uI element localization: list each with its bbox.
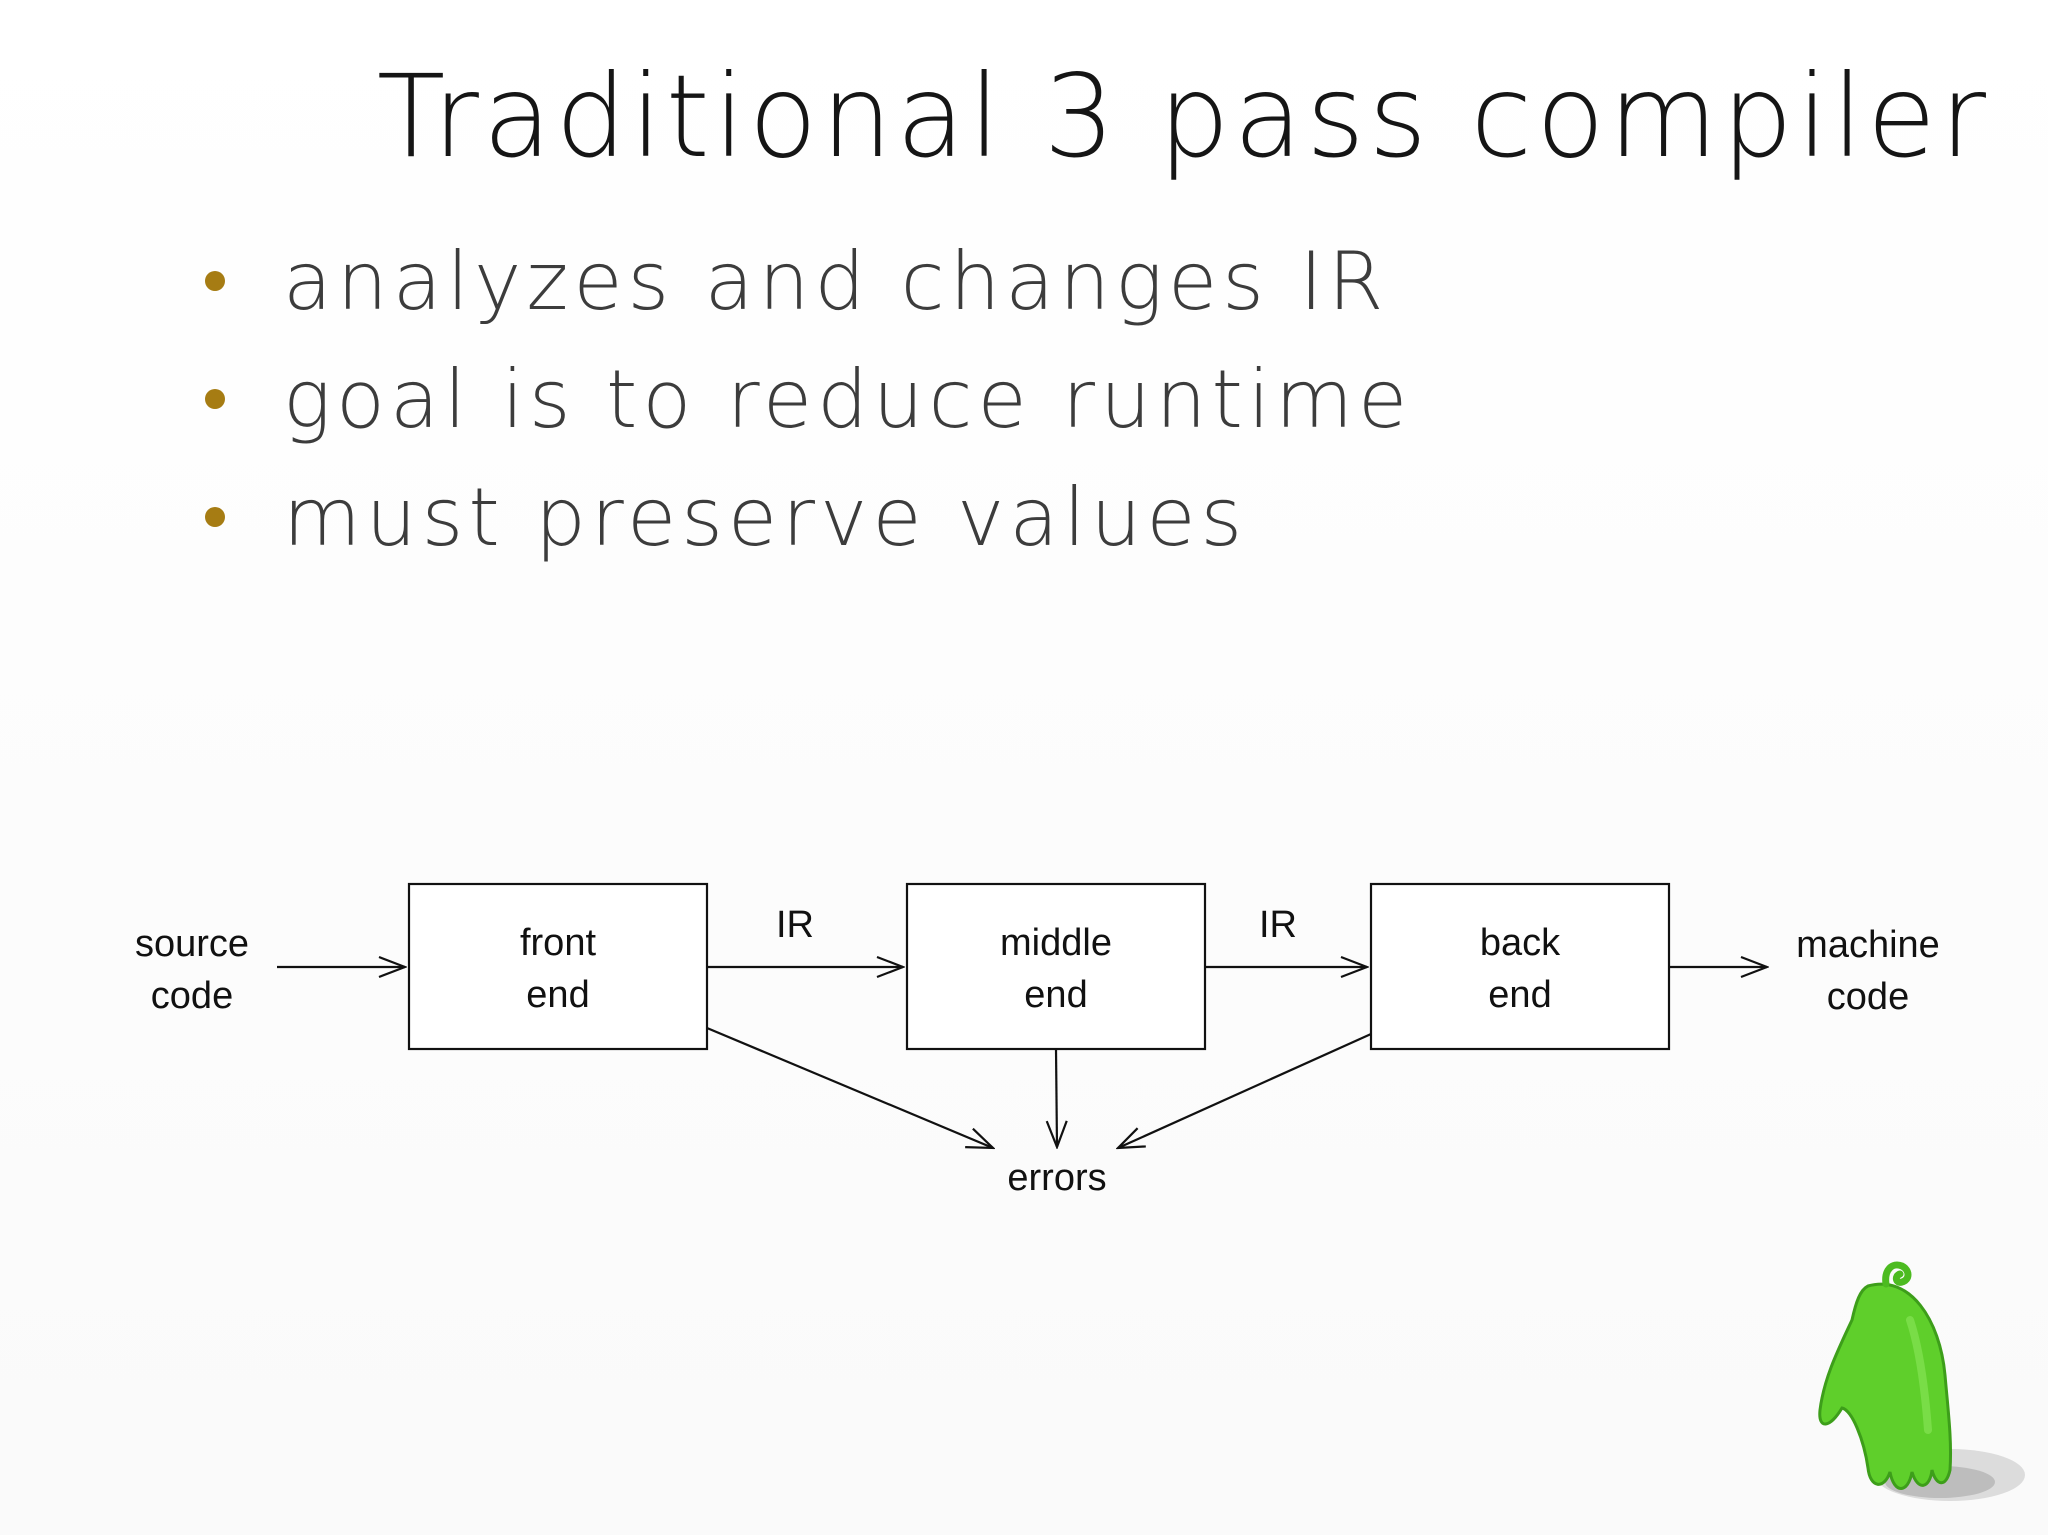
front-end-label-line1: front <box>520 922 596 964</box>
middle-end-box <box>905 882 1207 1051</box>
errors-label: errors <box>1007 1157 1106 1199</box>
input-label-line2: code <box>151 975 233 1017</box>
bullet-item: goal is to reduce runtime <box>205 340 1412 458</box>
bullet-text: goal is to reduce runtime <box>283 352 1413 446</box>
front-end-label-line2: end <box>526 974 589 1016</box>
arrow-middle-to-errors <box>1056 1048 1057 1147</box>
arrow-back-to-errors <box>1118 1032 1372 1148</box>
output-label-line1: machine <box>1796 924 1940 966</box>
bullet-item: must preserve values <box>205 458 1412 576</box>
bullet-text: analyzes and changes IR <box>283 234 1389 328</box>
arrow-front-to-errors <box>706 1026 993 1148</box>
ir-label-1: IR <box>776 904 814 946</box>
front-end-box <box>407 882 709 1051</box>
back-end-label-line1: back <box>1480 922 1561 964</box>
back-end-box <box>1369 882 1671 1051</box>
input-label-line1: source <box>135 923 249 965</box>
bullet-item: analyzes and changes IR <box>205 222 1412 340</box>
back-end-label-line2: end <box>1488 974 1551 1016</box>
slide-title: Traditional 3 pass compiler <box>376 50 1990 184</box>
bullet-text: must preserve values <box>283 470 1248 564</box>
middle-end-label-line1: middle <box>1000 922 1112 964</box>
bullet-dot-icon <box>205 389 225 409</box>
middle-end-label-line2: end <box>1024 974 1087 1016</box>
output-label-line2: code <box>1827 976 1909 1018</box>
bullet-list: analyzes and changes IR goal is to reduc… <box>205 222 1412 576</box>
green-blob-mascot-icon <box>1818 1261 2025 1501</box>
bullet-dot-icon <box>205 271 225 291</box>
ir-label-2: IR <box>1259 904 1297 946</box>
bullet-dot-icon <box>205 507 225 527</box>
